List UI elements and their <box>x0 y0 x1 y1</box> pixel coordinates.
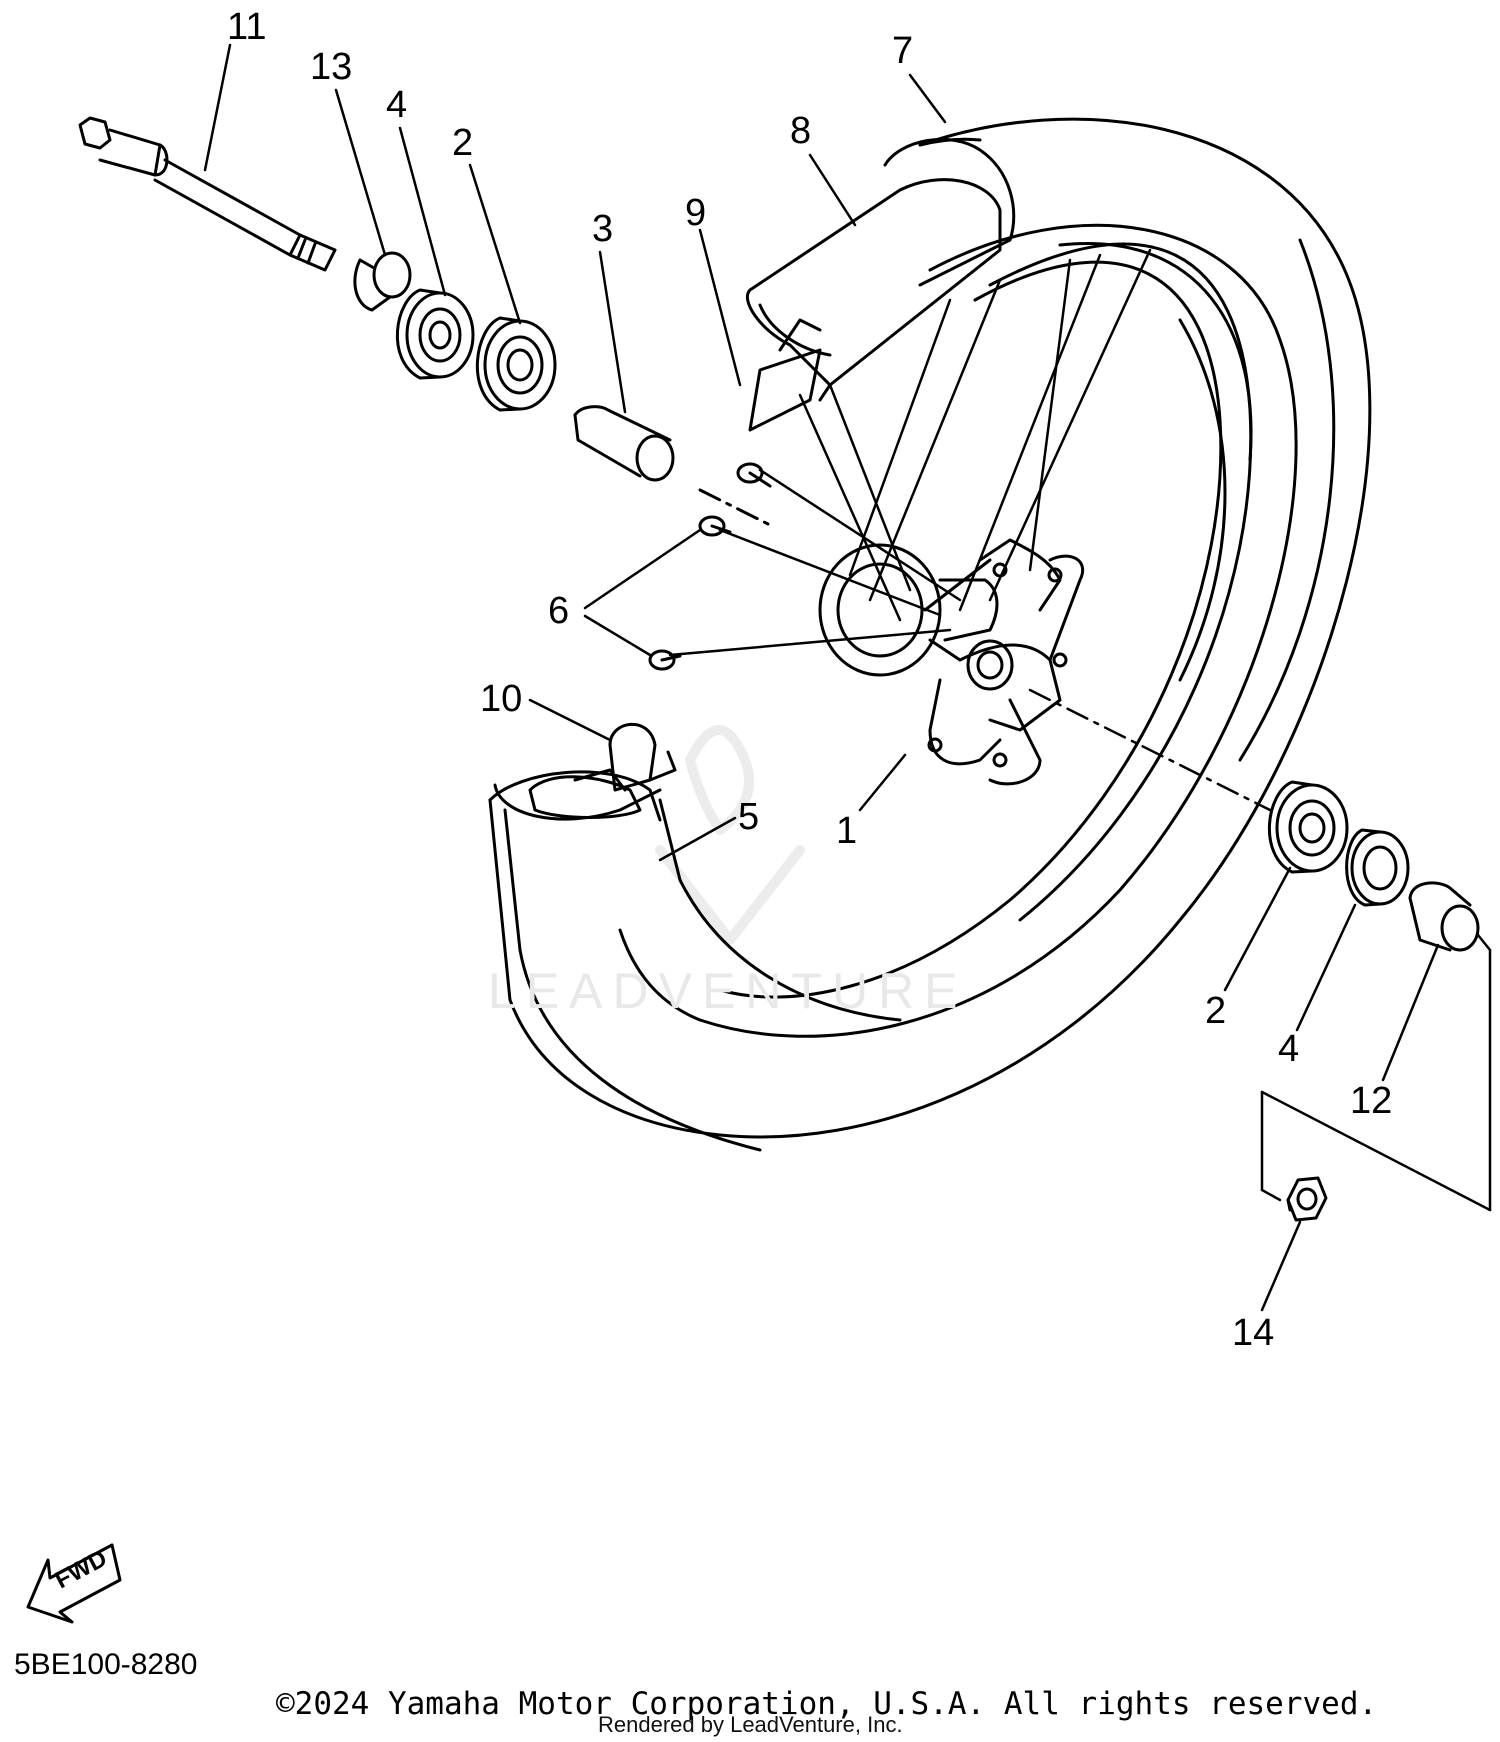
callout-6: 6 <box>548 590 570 632</box>
callout-9: 9 <box>685 192 707 234</box>
axle <box>78 116 337 272</box>
callout-11: 11 <box>227 6 267 48</box>
rim <box>718 242 1253 999</box>
callout-5: 5 <box>738 796 760 838</box>
valve-cap <box>573 722 677 792</box>
callout-4-left: 4 <box>386 84 408 126</box>
rim-band <box>745 178 1002 402</box>
collar-right <box>1408 881 1480 952</box>
leadventure-watermark-logo <box>655 725 805 945</box>
oil-seal-right <box>1345 828 1410 907</box>
fwd-arrow-icon <box>26 1543 122 1624</box>
callout-13: 13 <box>310 46 353 88</box>
callout-2-left: 2 <box>452 122 474 164</box>
watermark-text: LEADVENTURE <box>488 963 968 1019</box>
diagram-code: 5BE100-8280 <box>14 1648 198 1681</box>
callout-1: 1 <box>836 810 858 852</box>
callout-8: 8 <box>790 110 812 152</box>
bearing-left <box>476 316 557 412</box>
tire <box>488 117 1372 1139</box>
rendered-by-text: Rendered by LeadVenture, Inc. <box>598 1712 903 1737</box>
tube <box>493 775 902 1152</box>
copyright-text: ©2024 Yamaha Motor Corporation, U.S.A. A… <box>276 1686 1378 1722</box>
spokes <box>668 248 1152 657</box>
rim-lock <box>748 318 822 432</box>
bearing-right <box>1268 780 1349 874</box>
oil-seal-left <box>396 288 475 380</box>
hub <box>818 538 1085 786</box>
callout-14: 14 <box>1232 1312 1275 1354</box>
callout-7: 7 <box>892 30 914 72</box>
callout-2-right: 2 <box>1205 990 1227 1032</box>
leader-lines <box>203 43 1440 1312</box>
callout-10: 10 <box>480 678 523 720</box>
spacer <box>573 405 772 527</box>
nut <box>1286 1176 1328 1222</box>
callout-4-right: 4 <box>1278 1028 1300 1070</box>
callout-12: 12 <box>1350 1080 1393 1122</box>
collar <box>353 251 412 312</box>
bracket-lines <box>1260 933 1492 1212</box>
callout-3: 3 <box>592 208 614 250</box>
spoke-nipples <box>648 462 772 671</box>
